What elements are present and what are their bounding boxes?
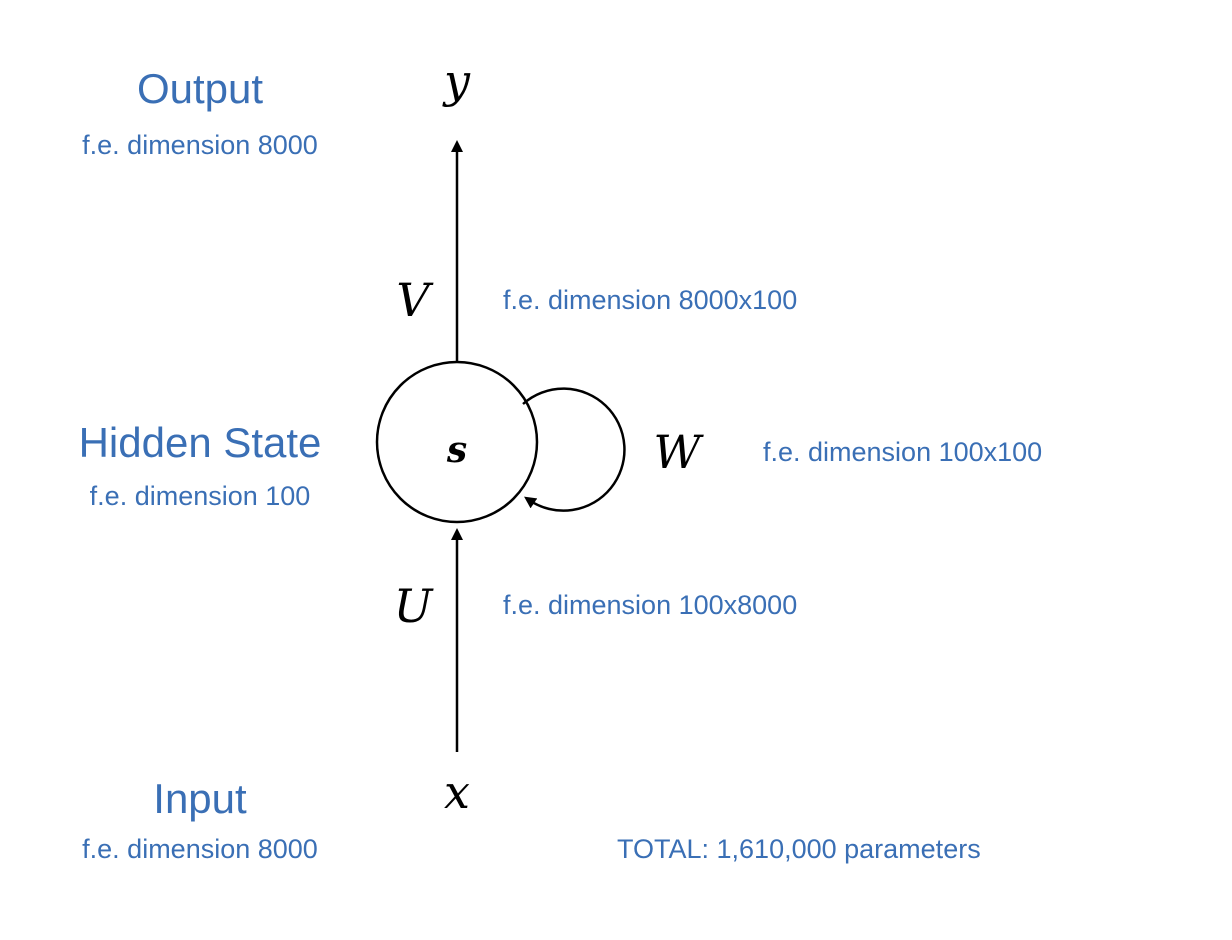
weight-w-symbol: W bbox=[653, 425, 704, 479]
weight-v-symbol: V bbox=[396, 273, 434, 327]
output-title: Output bbox=[137, 65, 263, 112]
hidden-state-node bbox=[375, 360, 539, 524]
input-symbol: x bbox=[444, 765, 470, 819]
hidden-dimension: f.e. dimension 100 bbox=[90, 481, 311, 511]
weight-u-symbol: U bbox=[394, 579, 435, 633]
input-title: Input bbox=[153, 775, 247, 822]
output-dimension: f.e. dimension 8000 bbox=[82, 130, 318, 160]
hidden-state-symbol: s bbox=[446, 429, 467, 471]
recurrent-loop-arrow bbox=[522, 387, 626, 512]
weight-v-dimension: f.e. dimension 8000x100 bbox=[503, 285, 797, 315]
weight-u-dimension: f.e. dimension 100x8000 bbox=[503, 590, 797, 620]
hidden-title: Hidden State bbox=[79, 419, 322, 466]
weight-w-dimension: f.e. dimension 100x100 bbox=[763, 437, 1042, 467]
input-dimension: f.e. dimension 8000 bbox=[82, 834, 318, 864]
output-symbol: y bbox=[442, 54, 471, 108]
total-parameters: TOTAL: 1,610,000 parameters bbox=[617, 834, 981, 864]
